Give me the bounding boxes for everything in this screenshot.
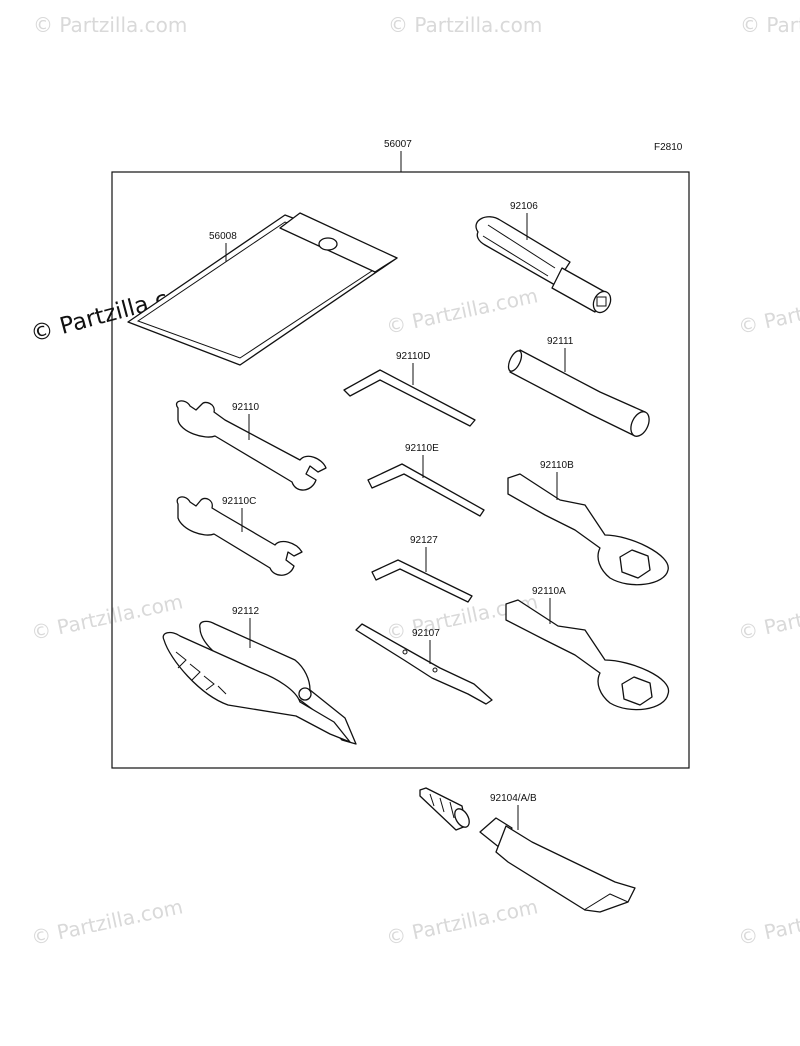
label-hex-wrench-e: 92110E	[405, 443, 439, 454]
open-wrench-small-part[interactable]	[176, 496, 303, 576]
watermark: © Partzilla.com	[29, 589, 185, 645]
ring-wrench-a-part[interactable]	[505, 599, 670, 711]
hex-wrench-small-part[interactable]	[371, 559, 473, 603]
watermark: © Partzilla.com	[29, 894, 185, 950]
hex-wrench-d-part[interactable]	[343, 369, 476, 427]
watermark: © Partzilla.com	[384, 894, 540, 950]
watermark: © Partzilla.com	[388, 13, 542, 37]
watermark-layer: © Partzilla.com © Partzilla.com © Partzi…	[29, 13, 800, 950]
grease-tube-part[interactable]	[419, 787, 636, 913]
screwdriver-part[interactable]	[355, 623, 493, 705]
label-hex-wrench-d: 92110D	[396, 351, 430, 362]
label-ring-wrench-b: 92110B	[540, 460, 574, 471]
driver-handle-part[interactable]	[475, 216, 614, 316]
watermark: © Partzilla.com	[740, 13, 800, 37]
watermark: © Partzilla.com	[736, 894, 800, 950]
label-extension-pipe: 92111	[547, 336, 574, 347]
label-hex-wrench-small: 92127	[410, 535, 438, 546]
label-screwdriver: 92107	[412, 628, 440, 639]
label-ring-wrench-a: 92110A	[532, 586, 566, 597]
watermark: © Partzilla.com	[33, 13, 187, 37]
label-driver-handle: 92106	[510, 201, 538, 212]
ring-wrench-b-part[interactable]	[507, 473, 669, 586]
open-wrench-large-part[interactable]	[175, 400, 327, 491]
extension-pipe-part[interactable]	[506, 349, 653, 439]
label-kit: 56007	[384, 139, 412, 150]
watermark: © Partzilla.com	[736, 589, 800, 645]
label-open-wrench-large: 92110	[232, 402, 260, 413]
watermark: © Partzilla.com	[736, 283, 800, 339]
label-open-wrench-small: 92110C	[222, 496, 256, 507]
tool-case-part[interactable]	[127, 212, 398, 366]
label-pliers: 92112	[232, 606, 260, 617]
pliers-part[interactable]	[162, 620, 357, 745]
label-case: 56008	[209, 231, 237, 242]
figure-code: F2810	[654, 142, 683, 153]
hex-wrench-e-part[interactable]	[367, 463, 485, 517]
label-grease-tube: 92104/A/B	[490, 793, 537, 804]
watermark: © Partzilla.com	[384, 283, 540, 339]
